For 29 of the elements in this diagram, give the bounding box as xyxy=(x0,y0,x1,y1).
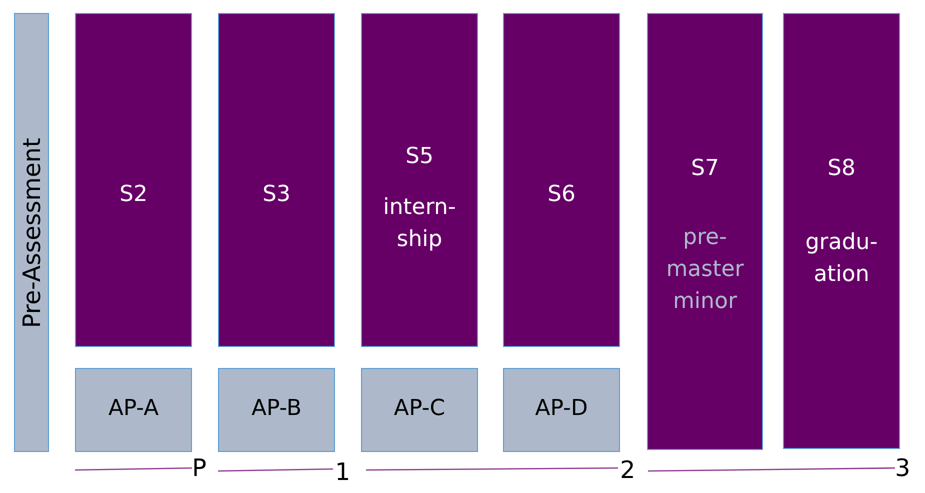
block-title: S6 xyxy=(546,181,576,209)
milestone-label: 1 xyxy=(335,459,350,485)
block-title: AP-A xyxy=(107,395,160,423)
semester-block xyxy=(218,13,335,347)
milestone-label: 2 xyxy=(620,457,636,483)
block-title: S7 xyxy=(690,155,720,183)
vertical-label: Pre-Assessment xyxy=(18,137,46,328)
semester-block xyxy=(503,13,620,347)
semester-block xyxy=(647,13,763,450)
milestone-label: P xyxy=(192,455,206,481)
block-title: S3 xyxy=(262,181,292,209)
block-title: AP-D xyxy=(534,395,589,423)
assessment-box xyxy=(503,368,620,452)
assessment-box xyxy=(75,368,192,452)
block-subtitle: pre- master minor xyxy=(665,224,745,316)
block-subtitle: gradu- ation xyxy=(804,229,879,289)
semester-block xyxy=(361,13,478,347)
block-title: AP-B xyxy=(250,395,303,423)
assessment-box xyxy=(218,368,335,452)
block-subtitle: intern- ship xyxy=(382,194,457,254)
pre-assessment-bar xyxy=(14,13,49,452)
block-title: S2 xyxy=(118,181,148,209)
semester-block xyxy=(783,13,900,449)
milestone-label: 3 xyxy=(895,455,910,481)
assessment-box xyxy=(361,368,478,452)
block-title: S8 xyxy=(826,155,856,183)
semester-block xyxy=(75,13,192,347)
block-title: S5 xyxy=(404,143,434,171)
block-title: AP-C xyxy=(392,395,446,423)
